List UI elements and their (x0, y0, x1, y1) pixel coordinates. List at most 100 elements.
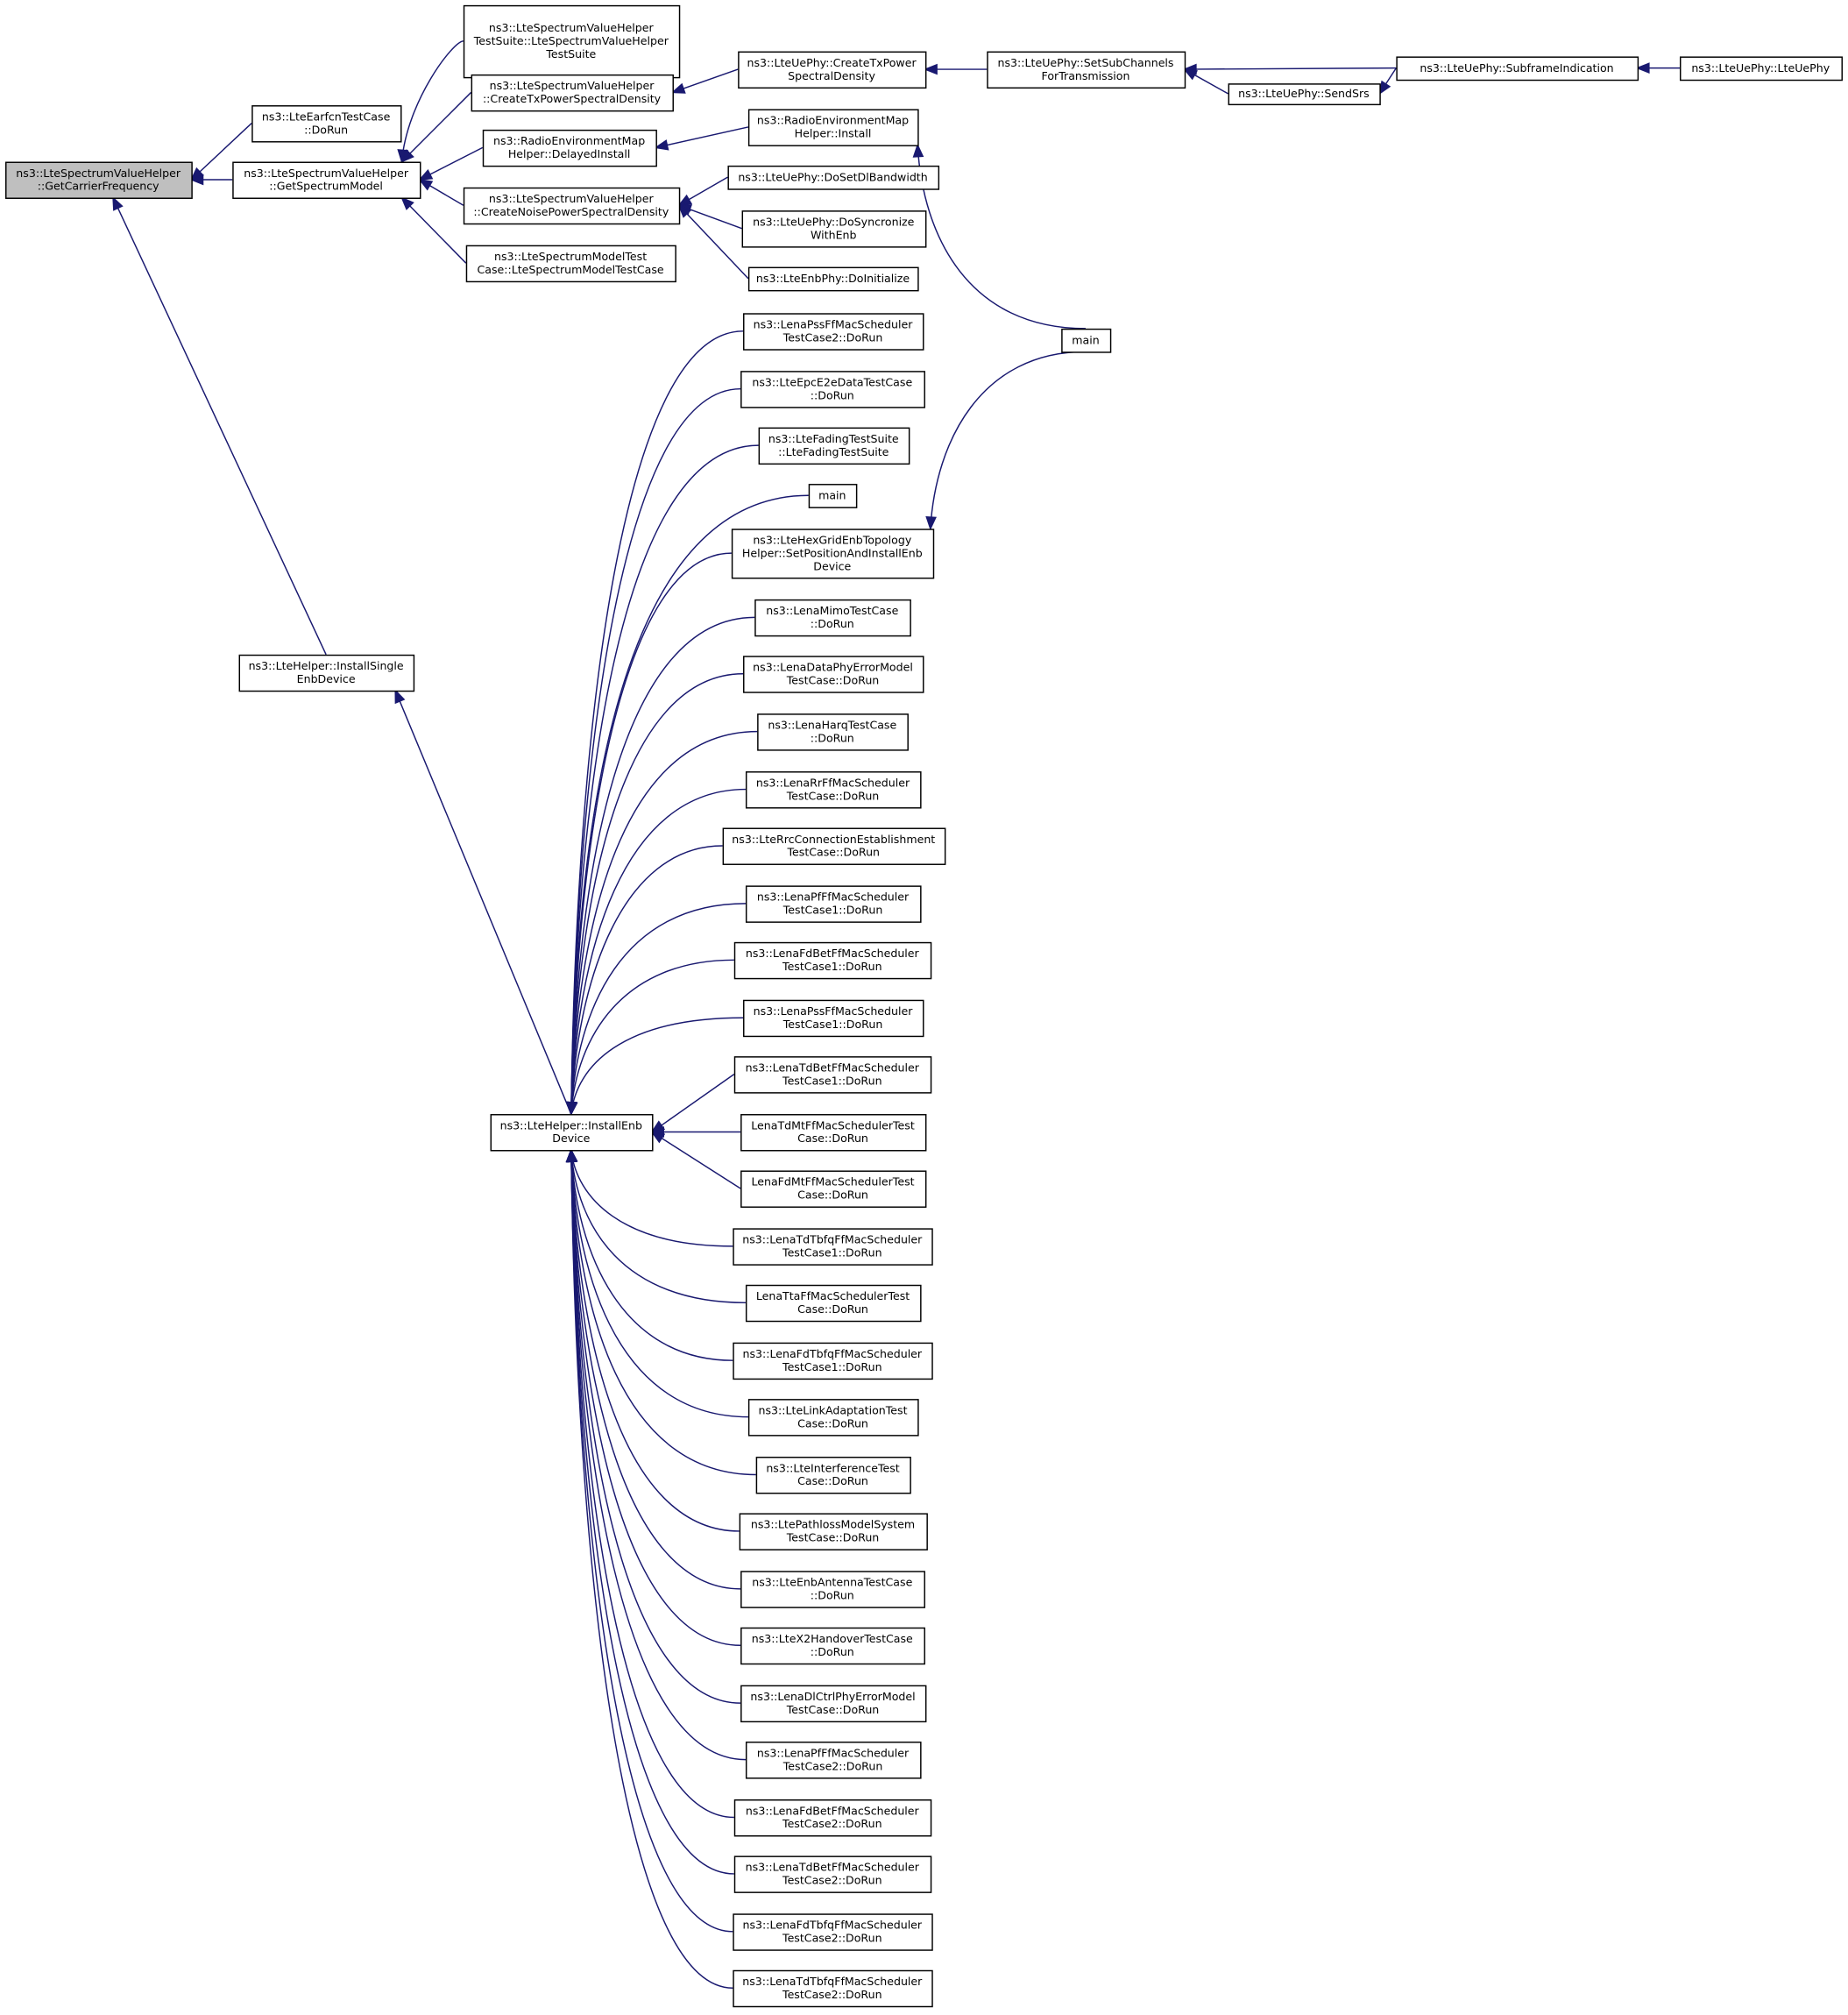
node-box (5, 161, 193, 199)
node-label: TestCase::DoRun (786, 1531, 880, 1544)
function-node[interactable]: main (1061, 328, 1112, 353)
function-node[interactable]: ns3::LteUePhy::SubframeIndication (1396, 56, 1639, 82)
root-function-node[interactable]: ns3::LteSpectrumValueHelper::GetCarrierF… (5, 161, 193, 199)
node-box (740, 1571, 925, 1608)
arrowhead-icon (654, 139, 669, 151)
function-node[interactable]: ns3::LenaTdBetFfMacSchedulerTestCase2::D… (733, 1855, 932, 1893)
call-edge (1378, 67, 1397, 96)
node-label: ns3::LteLinkAdaptationTest (759, 1403, 908, 1416)
function-node[interactable]: ns3::LenaFdTbfqFfMacSchedulerTestCase1::… (733, 1342, 933, 1380)
function-node[interactable]: ns3::LteX2HandoverTestCase::DoRun (740, 1627, 925, 1665)
function-node[interactable]: ns3::LtePathlossModelSystemTestCase::DoR… (739, 1513, 928, 1550)
function-node[interactable]: ns3::LenaFdTbfqFfMacSchedulerTestCase2::… (733, 1913, 933, 1951)
node-label: ns3::LenaTdTbfqFfMacScheduler (742, 1233, 923, 1246)
function-node[interactable]: ns3::LteUePhy::LteUePhy (1679, 56, 1843, 82)
function-node[interactable]: ns3::LteSpectrumModelTestCase::LteSpectr… (465, 245, 676, 283)
arrowhead-icon (650, 1131, 666, 1144)
arrowhead-icon (912, 143, 924, 158)
arrowhead-icon (566, 1101, 578, 1116)
edge-line (570, 1149, 746, 1304)
edge-line (1184, 67, 1397, 70)
node-label: ::CreateTxPowerSpectralDensity (483, 92, 662, 105)
function-node[interactable]: ns3::LteUePhy::SendSrs (1228, 83, 1381, 106)
function-node[interactable]: ns3::LteSpectrumValueHelperTestSuite::Lt… (463, 4, 681, 79)
node-label: Case::DoRun (797, 1416, 868, 1430)
function-node[interactable]: ns3::LteEarfcnTestCase::DoRun (251, 105, 402, 143)
function-node[interactable]: ns3::LenaHarqTestCase::DoRun (757, 713, 909, 751)
function-node[interactable]: ns3::LenaTdTbfqFfMacSchedulerTestCase1::… (733, 1228, 933, 1266)
node-label: ::DoRun (811, 731, 854, 744)
node-label: TestCase1::DoRun (782, 1074, 882, 1087)
node-label: Case::DoRun (797, 1474, 868, 1487)
node-label: ns3::RadioEnvironmentMap (757, 114, 909, 127)
function-node[interactable]: ns3::LenaTdTbfqFfMacSchedulerTestCase2::… (733, 1969, 933, 2008)
function-node[interactable]: ns3::LteUePhy::SetSubChannelsForTransmis… (987, 51, 1186, 89)
function-node[interactable]: ns3::LenaDataPhyErrorModelTestCase::DoRu… (743, 656, 924, 693)
node-label: ns3::LteEnbAntennaTestCase (752, 1576, 912, 1589)
node-box (232, 161, 421, 199)
node-label: ns3::LenaDlCtrlPhyErrorModel (750, 1690, 915, 1703)
function-node[interactable]: ns3::LteSpectrumValueHelper::CreateNoise… (463, 187, 681, 225)
function-node[interactable]: ns3::LteUePhy::DoSetDlBandwidth (727, 165, 940, 190)
function-node[interactable]: main (808, 484, 858, 508)
node-label: ::GetSpectrumModel (269, 180, 383, 193)
node-label: TestCase1::DoRun (782, 960, 882, 973)
call-edge (566, 903, 746, 1117)
node-box (733, 941, 932, 980)
function-node[interactable]: ns3::RadioEnvironmentMapHelper::DelayedI… (482, 129, 657, 167)
function-node[interactable]: ns3::LenaPssFfMacSchedulerTestCase2::DoR… (743, 313, 924, 351)
call-edge (394, 688, 572, 1115)
node-label: ns3::LteSpectrumValueHelper (244, 167, 409, 180)
node-label: ::CreateNoisePowerSpectralDensity (473, 205, 669, 218)
function-node[interactable]: ns3::LenaPssFfMacSchedulerTestCase1::DoR… (743, 999, 924, 1038)
function-node[interactable]: ns3::LteEnbAntennaTestCase::DoRun (740, 1571, 925, 1608)
node-box (740, 1170, 927, 1208)
function-node[interactable]: ns3::LenaTdBetFfMacSchedulerTestCase1::D… (733, 1056, 932, 1094)
node-box (490, 1114, 654, 1152)
edge-line (570, 730, 758, 1115)
arrowhead-icon (400, 196, 414, 210)
node-label: ns3::LteEpcE2eDataTestCase (752, 375, 912, 388)
arrowhead-icon (565, 1148, 577, 1163)
call-edge (566, 1017, 744, 1116)
function-node[interactable]: ns3::LteEpcE2eDataTestCase::DoRun (740, 371, 925, 408)
node-label: ns3::LenaRrFfMacScheduler (756, 776, 910, 789)
call-edge (650, 1126, 741, 1138)
node-label: ns3::LenaFdBetFfMacScheduler (746, 1804, 920, 1817)
node-label: ::GetCarrierFrequency (38, 180, 159, 193)
call-edge (670, 68, 739, 94)
node-label: TestCase::DoRun (786, 789, 880, 802)
function-node[interactable]: ns3::LenaPfFfMacSchedulerTestCase2::DoRu… (745, 1742, 922, 1779)
function-node[interactable]: ns3::LteRrcConnectionEstablishmentTestCa… (722, 827, 946, 865)
function-node[interactable]: ns3::LenaFdBetFfMacSchedulerTestCase1::D… (733, 941, 932, 980)
node-box (463, 187, 681, 225)
function-node[interactable]: ns3::LteHexGridEnbTopologyHelper::SetPos… (731, 529, 935, 579)
function-node[interactable]: ns3::LteEnbPhy::DoInitialize (747, 266, 919, 292)
node-label: WithEnb (811, 228, 856, 241)
function-node[interactable]: ns3::LteSpectrumValueHelper::CreateTxPow… (471, 74, 674, 112)
edge-line (570, 1150, 740, 1532)
call-edge (189, 174, 233, 186)
function-node[interactable]: ns3::LteSpectrumValueHelper::GetSpectrum… (232, 161, 421, 199)
node-box (733, 1056, 932, 1094)
function-node[interactable]: ns3::LenaPfFfMacSchedulerTestCase1::DoRu… (745, 885, 922, 923)
function-node[interactable]: ns3::LteUePhy::CreateTxPowerSpectralDens… (738, 51, 927, 89)
function-node[interactable]: ns3::LenaFdBetFfMacSchedulerTestCase2::D… (733, 1799, 932, 1837)
node-label: ::DoRun (811, 617, 854, 630)
call-edge (565, 1148, 734, 1819)
function-node[interactable]: ns3::LenaMimoTestCase::DoRun (754, 599, 911, 637)
node-box (747, 109, 919, 146)
function-node[interactable]: ns3::LteFadingTestSuite::LteFadingTestSu… (758, 427, 910, 465)
function-node[interactable]: ns3::LenaDlCtrlPhyErrorModelTestCase::Do… (740, 1685, 927, 1723)
call-edge (418, 146, 484, 181)
